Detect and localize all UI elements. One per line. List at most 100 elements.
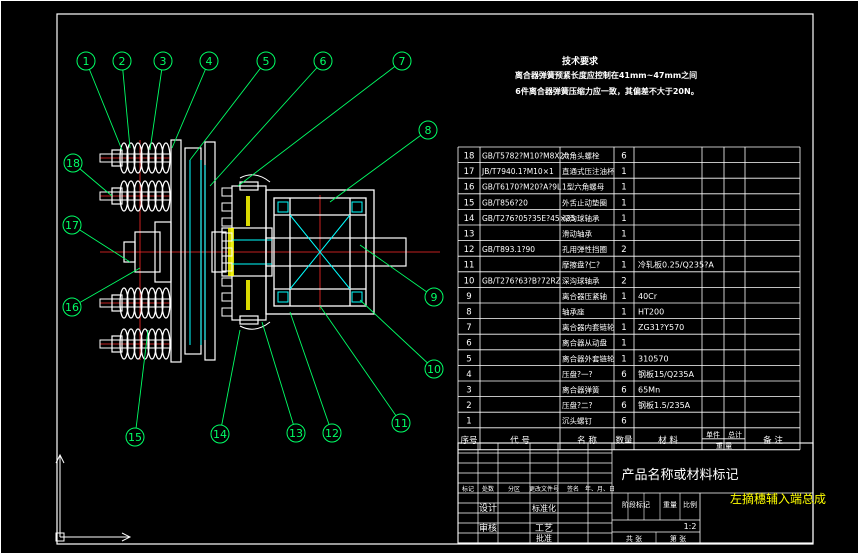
bom-cell-name: 压盘?一?: [562, 369, 592, 379]
bom-header-code: 代 号: [510, 435, 530, 446]
bom-cell-qty: 1: [621, 354, 626, 364]
balloon-label: 8: [425, 124, 432, 137]
title-block: 产品名称或材料标记左摘穗辅入端总成标记处数分区更改文件号签名年、月、日设计标准化…: [457, 442, 826, 544]
bearing-housing: [265, 189, 375, 315]
bom-cell-no: 11: [464, 261, 475, 271]
notes-line-2: 6件离合器弹簧压缩力应一致，其偏差不大于20N。: [515, 86, 698, 96]
scale-label: 比例: [683, 500, 697, 509]
bom-cell-qty: 1: [621, 339, 626, 349]
balloon-1: 1: [76, 51, 123, 151]
bom-header-weight-top: 单件: [706, 430, 720, 439]
bom-cell-qty: 1: [621, 230, 626, 240]
bom-cell-name: 离合器外套链轮: [562, 353, 615, 363]
bom-cell-code: GB/T856?20: [482, 198, 528, 207]
bom-cell-qty: 6: [621, 417, 626, 427]
approve-label: 批准: [536, 533, 552, 543]
central-hub: [123, 221, 172, 283]
product-label: 产品名称或材料标记: [621, 467, 738, 483]
bom-cell-no: 12: [464, 245, 475, 255]
balloon-3: 3: [149, 51, 173, 151]
clutch-plates: [111, 139, 216, 363]
notes-line-1: 离合器弹簧预紧长度应控制在41mm~47mm之间: [515, 70, 697, 80]
balloon-label: 5: [263, 55, 270, 68]
bom-header-material: 材 料: [658, 435, 678, 446]
title-row-label: 签名: [567, 485, 579, 493]
bom-cell-qty: 6: [621, 401, 626, 411]
bom-cell-qty: 1: [621, 292, 626, 302]
bom-cell-name: 直通式压注油杯: [562, 166, 615, 176]
bom-cell-qty: 6: [621, 152, 626, 162]
bom-cell-qty: 2: [621, 276, 626, 286]
bom-cell-code: GB/T276?63?B?72RZ: [482, 276, 561, 285]
balloon-label: 11: [394, 417, 408, 430]
bom-cell-qty: 1: [621, 308, 626, 318]
bom-cell-name: 压盘?二?: [562, 400, 592, 410]
bom-cell-material: ZG31?Y570: [638, 323, 684, 332]
balloon-label: 3: [160, 55, 167, 68]
bom-cell-no: 1: [466, 417, 471, 427]
balloon-2: 2: [112, 51, 132, 149]
craft-label: 工艺: [535, 523, 553, 534]
balloon-label: 7: [399, 55, 406, 68]
hatch-areas: [228, 196, 250, 310]
bom-header-qty: 数量: [615, 435, 633, 446]
bom-header-weight-top2: 总计: [728, 430, 742, 439]
balloon-6: 6: [209, 51, 333, 187]
bom-row: 5 离合器外套链轮 1 310570: [466, 353, 668, 364]
balloon-label: 1: [83, 55, 90, 68]
balloon-12: 12: [289, 311, 342, 443]
bom-cell-no: 14: [464, 214, 475, 224]
bom-cell-qty: 1: [621, 261, 626, 271]
bom-cell-qty: 2: [621, 245, 626, 255]
bom-cell-name: 六角头螺栓: [562, 151, 600, 161]
plate-inner-lines: [189, 160, 206, 345]
balloon-label: 13: [289, 427, 303, 440]
springs: [99, 142, 172, 360]
review-label: 审核: [479, 522, 497, 534]
bom-cell-material: 钢板1.5/235A: [638, 400, 691, 410]
balloon-5: 5: [189, 51, 276, 161]
assembly-drawing: [99, 139, 440, 363]
sheet-label: 第 张: [670, 534, 686, 543]
bearing-cross: [277, 201, 363, 303]
balloon-label: 16: [65, 301, 79, 314]
bom-cell-no: 8: [466, 308, 471, 318]
balloon-label: 2: [119, 55, 126, 68]
bom-cell-name: 深沟球轴承: [562, 213, 600, 223]
bom-cell-material: 冷轧板0.25/Q235?A: [638, 260, 714, 270]
balloon-label: 14: [213, 428, 227, 441]
drawing-name: 左摘穗辅入端总成: [730, 491, 826, 506]
bom-cell-material: 310570: [638, 354, 669, 363]
balloon-18: 18: [63, 153, 113, 197]
bom-cell-qty: 1: [621, 214, 626, 224]
balloon-9: 9: [359, 244, 444, 307]
weight-label: 重量: [663, 501, 677, 509]
bom-cell-no: 10: [464, 276, 475, 286]
balloon-label: 10: [427, 363, 441, 376]
standardize-label: 标准化: [532, 503, 556, 513]
notes-title: 技术要求: [562, 55, 599, 67]
bom-cell-qty: 1: [621, 198, 626, 208]
balloon-10: 10: [359, 299, 444, 379]
bom-cell-no: 5: [466, 354, 471, 364]
bom-cell-qty: 1: [621, 323, 626, 333]
bom-cell-name: 离合器内套链轮: [562, 322, 615, 332]
bom-cell-material: 40Cr: [638, 292, 658, 301]
bom-cell-name: 离合器从动盘: [562, 338, 607, 348]
drawing-border: [56, 13, 814, 545]
bom-cell-qty: 1: [621, 167, 626, 177]
balloon-label: 4: [206, 55, 213, 68]
bom-cell-name: 沉头螺钉: [562, 416, 592, 426]
spring-2: [99, 180, 172, 212]
bom-cell-no: 3: [466, 386, 471, 396]
